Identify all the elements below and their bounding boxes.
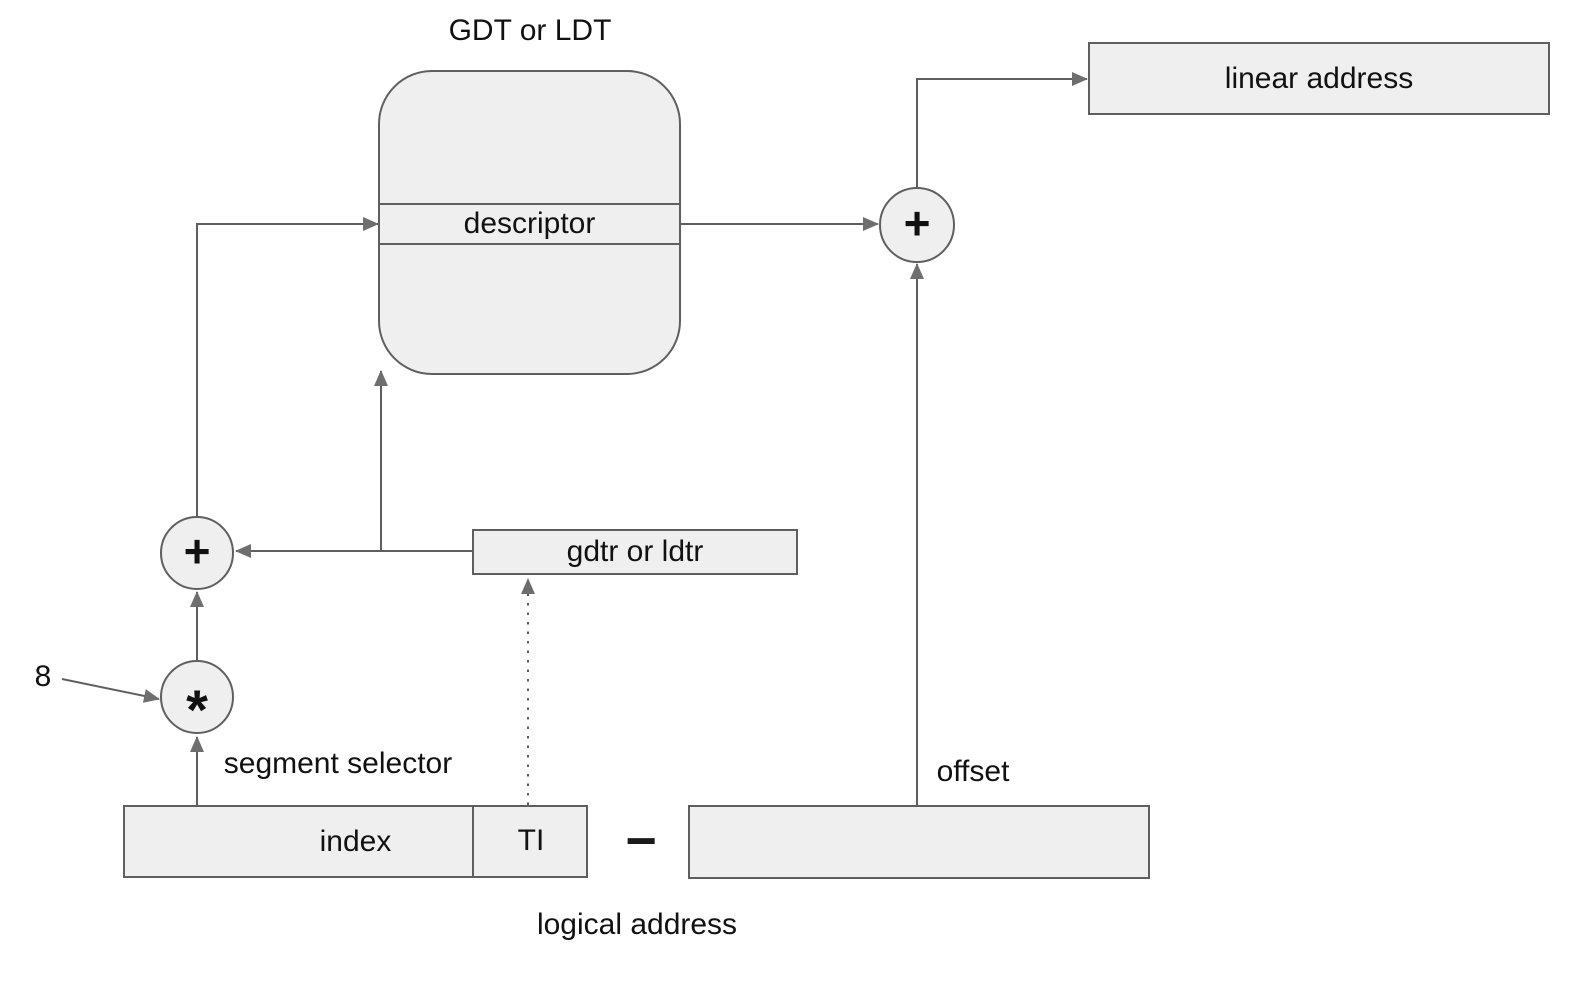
multiply-circle: * <box>160 660 234 738</box>
minus-separator: − <box>625 811 657 871</box>
add-plus-operator: + <box>183 525 211 577</box>
segment-selector-label: segment selector <box>223 746 453 780</box>
gdtr-ldtr-label: gdtr or ldtr <box>566 535 704 568</box>
segment-selector-box: index <box>123 805 588 878</box>
offset-label: offset <box>936 754 1010 788</box>
gdt-ldt-title: GDT or LDT <box>448 13 612 47</box>
arrow-sum-to-linear-address <box>916 72 1088 187</box>
arrow-eight-to-multiply <box>61 678 160 703</box>
descriptor-label: descriptor <box>463 207 596 240</box>
ti-label: TI <box>517 824 545 858</box>
linear-address-box: linear address <box>1088 42 1550 115</box>
multiplier-eight-label: 8 <box>34 659 52 693</box>
gdt-ldt-table-shape <box>378 70 681 375</box>
offset-box <box>688 805 1150 879</box>
gdtr-ldtr-box: gdtr or ldtr <box>472 529 798 575</box>
index-label: index <box>319 824 392 858</box>
ti-field-divider <box>472 805 474 878</box>
linear-address-label: linear address <box>1224 61 1414 95</box>
descriptor-row: descriptor <box>378 203 681 245</box>
logical-address-label: logical address <box>536 907 738 941</box>
sum-plus-operator: + <box>903 197 931 249</box>
arrow-add-to-descriptor <box>196 217 379 516</box>
multiply-operator: * <box>186 678 208 741</box>
sum-circle: + <box>879 187 955 263</box>
add-circle: + <box>160 516 234 590</box>
